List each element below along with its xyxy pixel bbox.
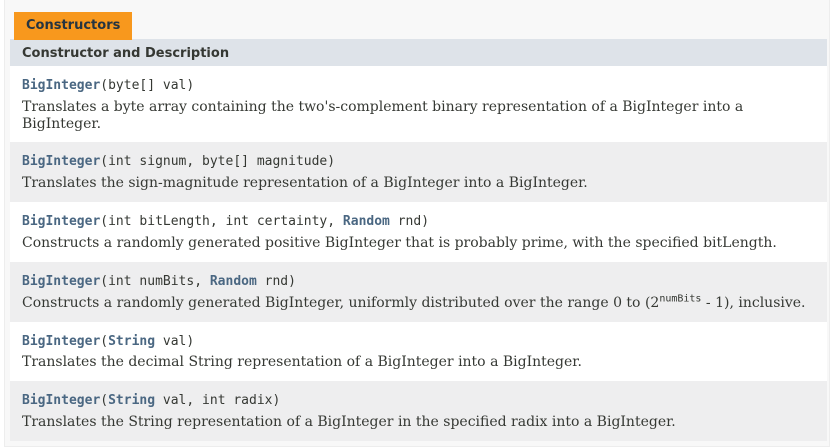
table-row: BigInteger(int bitLength, int certainty,… — [10, 202, 827, 262]
signature-params: val) — [155, 333, 195, 349]
constructor-summary-section: Constructors Constructor and Description… — [4, 0, 830, 447]
signature-params: ( — [100, 393, 109, 409]
signature-params: (byte[] val) — [100, 78, 195, 93]
table-row: BigInteger(int signum, byte[] magnitude)… — [10, 142, 827, 203]
constructor-description: Translates a byte array containing the t… — [22, 98, 744, 132]
constructor-signature: BigInteger(int numBits, Random rnd) — [22, 274, 296, 289]
constructor-description: Translates the decimal String representa… — [22, 354, 582, 371]
table-row: BigInteger(byte[] val) Translates a byte… — [10, 66, 827, 143]
random-class-link[interactable]: Random — [342, 214, 390, 230]
constructor-link[interactable]: BigInteger — [22, 78, 101, 93]
table-header: Constructor and Description — [10, 39, 827, 66]
signature-params: (int signum, byte[] magnitude) — [100, 154, 336, 170]
string-class-link[interactable]: String — [108, 393, 156, 409]
signature-params: rnd) — [256, 273, 296, 289]
constructor-link[interactable]: BigInteger — [22, 214, 101, 230]
constructor-description: Constructs a randomly generated positive… — [22, 235, 777, 252]
constructor-description: Constructs a randomly generated BigInteg… — [22, 293, 824, 312]
signature-params: rnd) — [389, 214, 430, 230]
string-class-link[interactable]: String — [108, 333, 156, 349]
constructor-signature: BigInteger(byte[] val) — [22, 78, 194, 93]
constructor-link[interactable]: BigInteger — [22, 273, 101, 289]
signature-params: (int numBits, — [100, 273, 210, 289]
table-row: BigInteger(String val, int radix) Transl… — [10, 381, 827, 441]
constructor-link[interactable]: BigInteger — [22, 393, 101, 409]
constructor-link[interactable]: BigInteger — [22, 333, 101, 349]
signature-params: val, int radix) — [155, 393, 281, 409]
constructor-signature: BigInteger(String val) — [22, 334, 194, 349]
table-caption-row: Constructors — [5, 0, 827, 40]
constructor-description: Translates the String representation of … — [22, 414, 676, 431]
description-text: Constructs a randomly generated BigInteg… — [22, 294, 660, 311]
table-row: BigInteger(int numBits, Random rnd) Cons… — [10, 261, 827, 322]
constructor-summary-table: Constructor and Description BigInteger(b… — [10, 39, 827, 441]
constructor-signature: BigInteger(int signum, byte[] magnitude) — [22, 154, 335, 169]
random-class-link[interactable]: Random — [209, 273, 257, 289]
constructor-description: Translates the sign-magnitude representa… — [22, 175, 588, 192]
signature-params: ( — [100, 333, 109, 349]
table-row: BigInteger(String val) Translates the de… — [10, 321, 827, 382]
superscript-numbits: numBits — [659, 293, 702, 305]
constructor-link[interactable]: BigInteger — [22, 154, 101, 170]
constructor-signature: BigInteger(String val, int radix) — [22, 393, 280, 408]
tab-constructors: Constructors — [14, 12, 133, 40]
signature-params: (int bitLength, int certainty, — [100, 214, 343, 230]
constructor-signature: BigInteger(int bitLength, int certainty,… — [22, 214, 429, 229]
table-header-row: Constructor and Description — [10, 39, 827, 66]
description-text: - 1), inclusive. — [701, 294, 806, 311]
